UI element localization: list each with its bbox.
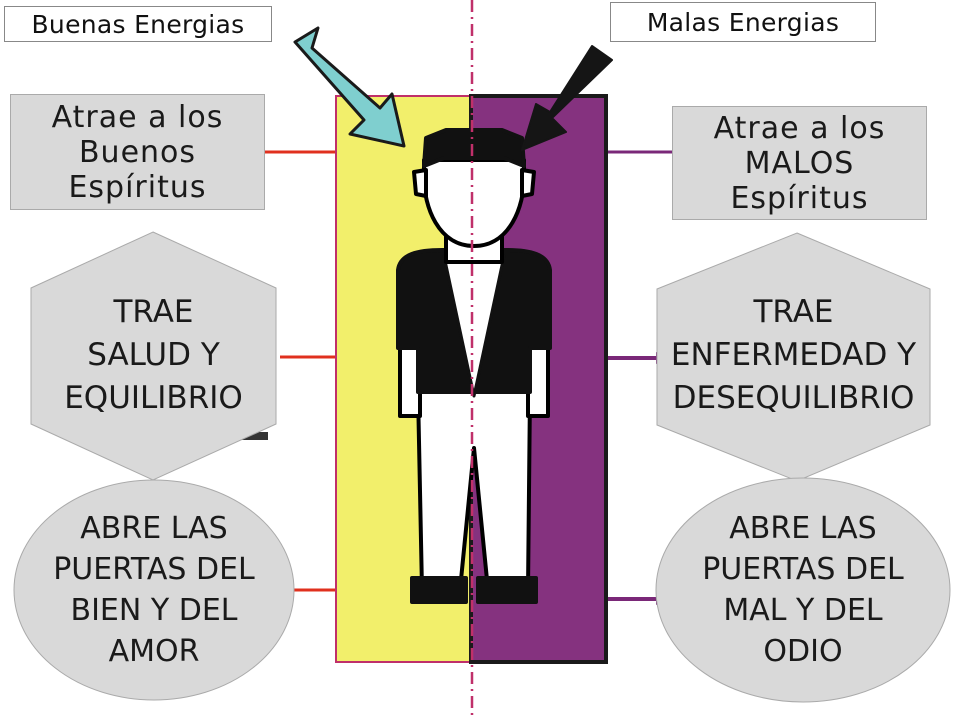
illness-text: TRAE ENFERMEDAD Y DESEQUILIBRIO [657,280,930,430]
bad-doors-line-4: ODIO [763,634,843,669]
connector-right-3 [606,593,664,605]
bad-doors-text: ABRE LAS PUERTAS DEL MAL Y DEL ODIO [656,506,950,674]
good-spirits-line-3: Espíritus [68,169,207,205]
bad-doors-line-3: MAL Y DEL [723,593,883,628]
bad-doors-line-2: PUERTAS DEL [702,552,904,587]
bad-spirits-box: Atrae a los MALOS Espíritus [672,106,927,220]
health-line-2: SALUD Y [87,336,220,373]
bad-doors-line-1: ABRE LAS [729,511,877,546]
bad-spirits-line-1: Atrae a los [713,110,886,146]
bad-spirits-line-2: MALOS [744,145,855,181]
illness-line-2: ENFERMEDAD Y [670,336,917,373]
good-doors-line-4: AMOR [108,634,200,669]
good-spirits-line-2: Buenos [78,134,197,170]
person-figure-icon [396,128,552,604]
good-spirits-line-1: Atrae a los [51,99,224,135]
good-energy-label: Buenas Energias [4,6,272,42]
good-doors-text: ABRE LAS PUERTAS DEL BIEN Y DEL AMOR [14,506,294,674]
health-line-3: EQUILIBRIO [64,379,243,416]
illness-line-1: TRAE [753,293,834,330]
oval-right [655,477,951,703]
bad-spirits-line-3: Espíritus [730,180,869,216]
black-arrow-icon [521,45,613,151]
cyan-arrow-icon [293,26,406,148]
good-doors-line-3: BIEN Y DEL [70,593,238,628]
health-text: TRAE SALUD Y EQUILIBRIO [31,280,276,430]
good-doors-line-1: ABRE LAS [80,511,228,546]
illness-line-3: DESEQUILIBRIO [672,379,915,416]
health-line-1: TRAE [113,293,194,330]
good-doors-line-2: PUERTAS DEL [53,552,255,587]
good-spirits-box: Atrae a los Buenos Espíritus [10,94,265,210]
bad-energy-label: Malas Energias [610,2,876,42]
oval-left [13,479,295,701]
connector-right-2 [606,352,664,364]
